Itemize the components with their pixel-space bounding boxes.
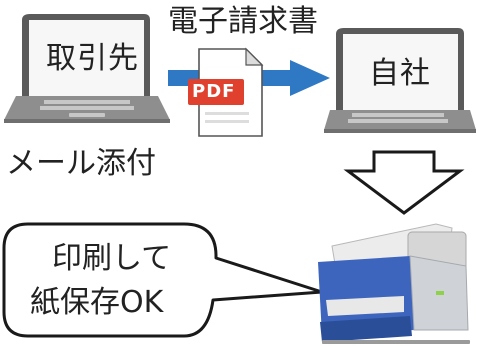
receiver-label: 自社 bbox=[369, 56, 431, 91]
transfer-method-label: メール添付 bbox=[6, 146, 156, 181]
printer-icon bbox=[318, 223, 470, 344]
sender-label: 取引先 bbox=[46, 41, 139, 76]
document-label: 電子請求書 bbox=[168, 4, 318, 39]
sender-laptop-icon bbox=[4, 14, 170, 123]
down-arrow-icon bbox=[343, 150, 465, 215]
speech-bubble-line-1: 印刷して bbox=[52, 241, 172, 276]
receiver-laptop-icon bbox=[324, 28, 476, 133]
pdf-file-icon bbox=[188, 47, 264, 137]
speech-bubble bbox=[2, 222, 324, 338]
speech-bubble-line-2: 紙保存OK bbox=[30, 285, 164, 320]
pdf-badge-label: PDF bbox=[192, 81, 236, 102]
